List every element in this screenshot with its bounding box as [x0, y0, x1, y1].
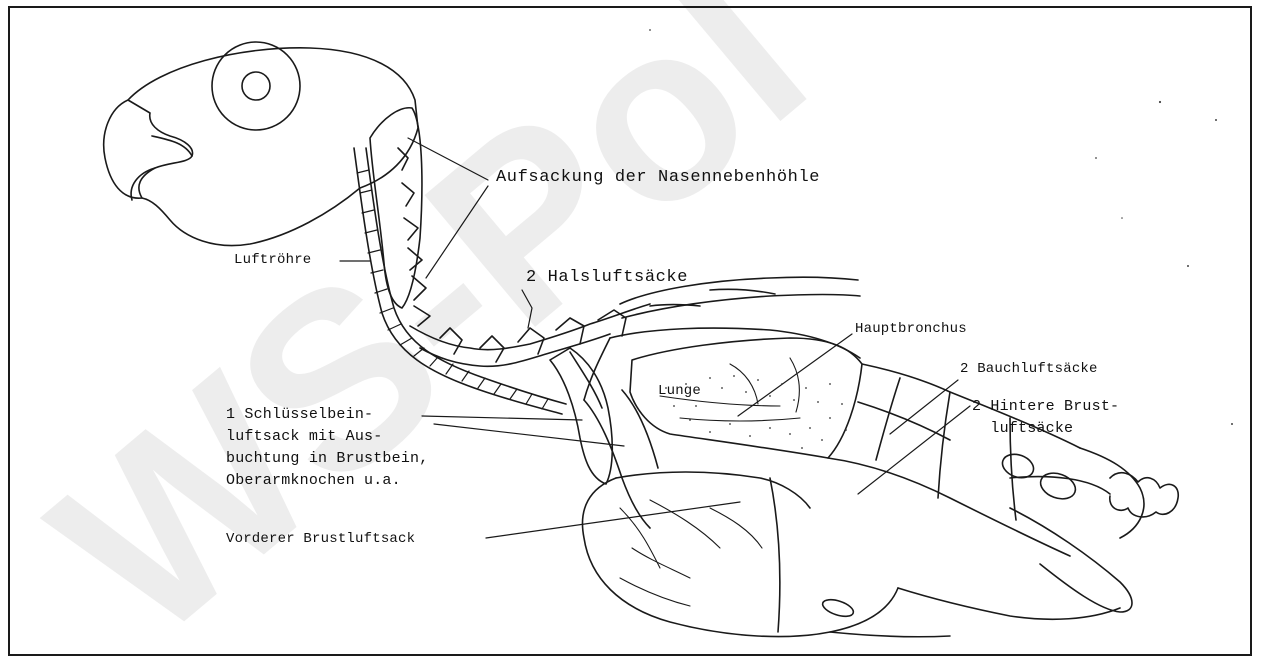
label-trachea: Luftröhre [234, 251, 311, 270]
label-posterior-thoracic-air-sacs: 2 Hintere Brust- luftsäcke [972, 396, 1119, 440]
label-nasal-sinus: Aufsackung der Nasennebenhöhle [496, 168, 820, 187]
label-abdominal-air-sacs: 2 Bauchluftsäcke [960, 360, 1098, 379]
shoulder-and-scapula [584, 277, 860, 400]
label-anterior-thoracic-air-sac: Vorderer Brustluftsack [226, 530, 415, 549]
nasal-sinus-sacs [370, 108, 430, 326]
label-lung: Lunge [658, 382, 701, 401]
bird-air-sac-drawing [10, 8, 1254, 658]
coracoid-and-clavicle [550, 348, 658, 528]
diagram-frame: Aufsackung der Nasennebenhöhle Luftröhre… [8, 6, 1252, 656]
scan-speckles [649, 29, 1233, 425]
pelvis-and-tail [999, 448, 1178, 612]
label-main-bronchus: Hauptbronchus [855, 320, 967, 339]
label-neck-air-sacs: 2 Halsluftsäcke [526, 268, 688, 287]
eye [212, 42, 300, 130]
neck-vertebrae [410, 304, 650, 366]
label-clavicular-air-sac: 1 Schlüsselbein- luftsack mit Aus- bucht… [226, 404, 428, 492]
